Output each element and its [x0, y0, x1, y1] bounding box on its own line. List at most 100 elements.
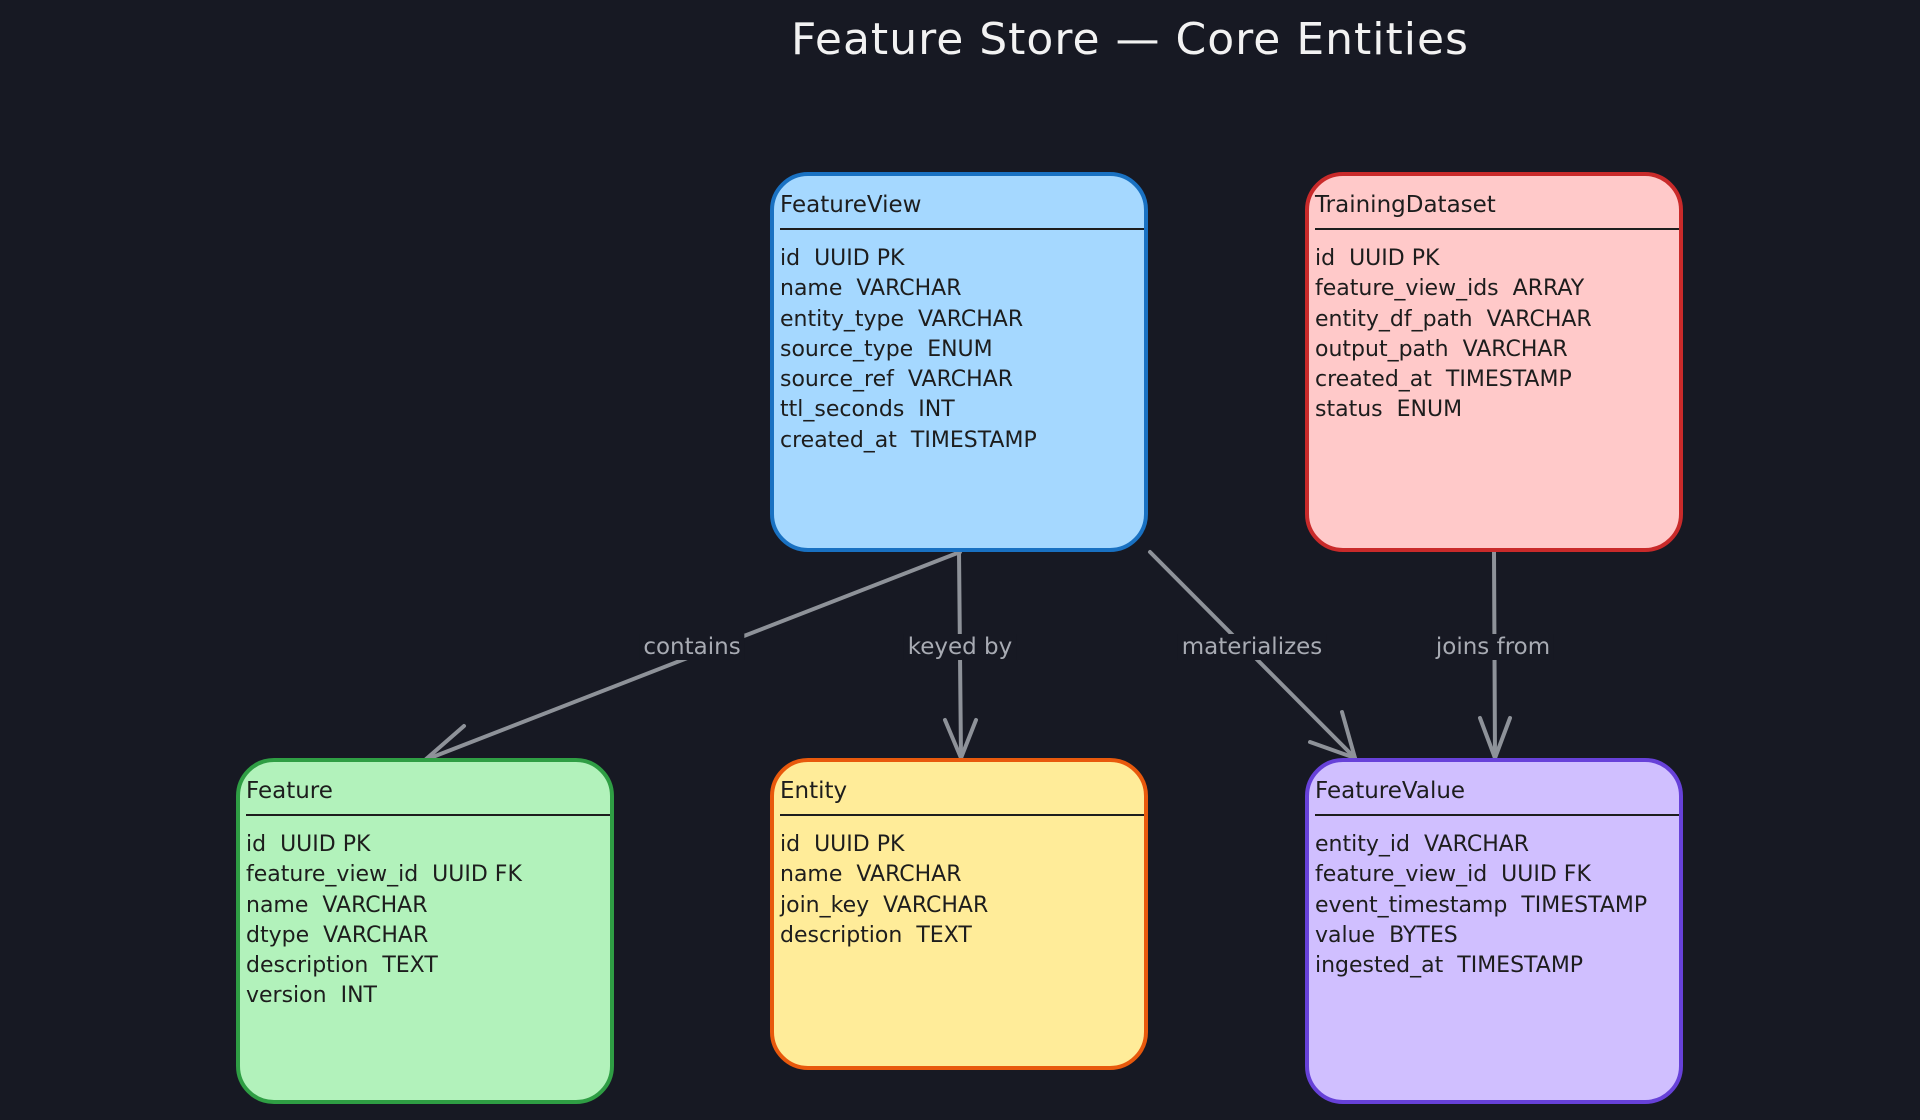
field-row: source_type ENUM — [780, 335, 1138, 365]
field-type: TEXT — [916, 922, 972, 948]
field-row: feature_view_id UUID FK — [246, 860, 604, 890]
field-row: output_path VARCHAR — [1315, 335, 1673, 365]
field-type: ENUM — [927, 336, 993, 362]
entity-divider — [246, 814, 610, 816]
field-row: feature_view_id UUID FK — [1315, 860, 1673, 890]
field-type: UUID PK — [814, 246, 905, 271]
field-type: VARCHAR — [1462, 336, 1568, 362]
field-name: created_at — [780, 427, 897, 453]
edge-label-joins-from: joins from — [1431, 634, 1555, 660]
field-name: feature_view_id — [246, 862, 419, 888]
field-type: ARRAY — [1512, 276, 1585, 302]
field-name: id — [1315, 246, 1336, 271]
field-name: feature_view_id — [1315, 862, 1488, 888]
field-row: join_key VARCHAR — [780, 891, 1138, 921]
entity-feature[interactable]: Feature id UUID PK feature_view_id UUID FK… — [236, 758, 614, 1104]
field-name: description — [246, 953, 369, 979]
field-type: TIMESTAMP — [1521, 892, 1648, 918]
field-name: entity_df_path — [1315, 306, 1473, 332]
field-name: description — [780, 922, 903, 948]
field-row: version INT — [246, 981, 604, 1011]
edge-label-keyed-by: keyed by — [903, 634, 1017, 660]
field-name: name — [780, 276, 843, 302]
field-row: dtype VARCHAR — [246, 921, 604, 951]
field-type: TIMESTAMP — [1457, 953, 1584, 979]
field-row: id UUID PK — [780, 830, 1138, 860]
entity-divider — [1315, 814, 1679, 816]
field-row: name VARCHAR — [246, 891, 604, 921]
entity-title: Feature — [246, 778, 333, 804]
field-type: UUID FK — [1501, 862, 1591, 888]
field-type: VARCHAR — [323, 922, 429, 948]
entity-divider — [780, 814, 1144, 816]
field-name: created_at — [1315, 367, 1432, 393]
field-type: TIMESTAMP — [910, 427, 1037, 453]
field-type: ENUM — [1396, 397, 1463, 423]
field-name: join_key — [780, 892, 870, 918]
field-type: BYTES — [1389, 922, 1458, 948]
field-name: id — [246, 832, 267, 857]
field-type: TIMESTAMP — [1445, 367, 1572, 393]
field-row: feature_view_ids ARRAY — [1315, 274, 1673, 304]
field-name: dtype — [246, 922, 310, 948]
entity-title: TrainingDataset — [1315, 192, 1496, 218]
field-type: UUID PK — [280, 832, 371, 857]
field-row: description TEXT — [246, 951, 604, 981]
field-type: TEXT — [382, 953, 438, 979]
entity-title: FeatureView — [780, 192, 922, 218]
field-row: value BYTES — [1315, 921, 1673, 951]
field-type: UUID PK — [814, 832, 905, 857]
entity-title: FeatureValue — [1315, 778, 1466, 804]
field-name: feature_view_ids — [1315, 276, 1499, 302]
field-type: VARCHAR — [856, 276, 962, 302]
field-type: VARCHAR — [1486, 306, 1592, 332]
field-name: version — [246, 983, 327, 1009]
field-row: entity_df_path VARCHAR — [1315, 305, 1673, 335]
field-type: VARCHAR — [856, 862, 962, 888]
edge-label-contains: contains — [639, 634, 745, 660]
field-row: name VARCHAR — [780, 274, 1138, 304]
field-name: id — [780, 246, 801, 271]
field-row: created_at TIMESTAMP — [1315, 365, 1673, 395]
field-row: created_at TIMESTAMP — [780, 426, 1138, 456]
entity-featureview[interactable]: FeatureView id UUID PK name VARCHAR entity… — [770, 172, 1148, 552]
field-row: id UUID PK — [780, 244, 1138, 274]
field-name: ttl_seconds — [780, 397, 905, 423]
field-type: VARCHAR — [322, 892, 428, 918]
field-type: INT — [340, 983, 377, 1009]
field-name: name — [780, 862, 843, 888]
field-name: value — [1315, 922, 1376, 948]
field-row: id UUID PK — [246, 830, 604, 860]
field-type: UUID FK — [432, 862, 522, 888]
entity-title: Entity — [780, 778, 848, 804]
field-name: ingested_at — [1315, 953, 1444, 979]
entity-divider — [780, 228, 1144, 230]
field-name: output_path — [1315, 336, 1449, 362]
diagram-title: Feature Store — Core Entities — [791, 14, 1469, 65]
field-type: VARCHAR — [883, 892, 989, 918]
entity-divider — [1315, 228, 1679, 230]
field-row: description TEXT — [780, 921, 1138, 951]
field-name: source_type — [780, 336, 914, 362]
field-row: name VARCHAR — [780, 860, 1138, 890]
field-name: id — [780, 832, 801, 857]
edge-label-materializes: materializes — [1177, 634, 1327, 660]
field-name: name — [246, 892, 309, 918]
field-name: entity_type — [780, 306, 905, 332]
field-name: entity_id — [1315, 832, 1410, 857]
